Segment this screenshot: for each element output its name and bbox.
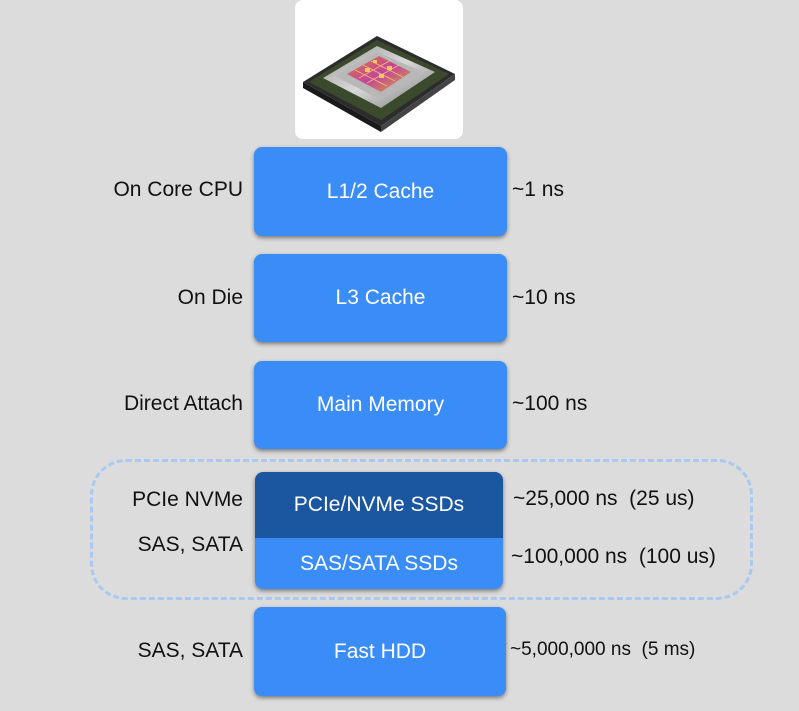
tier-latency-l3: ~10 ns <box>512 286 576 309</box>
cpu-chip-image <box>295 0 463 139</box>
tier-name-l12: L1/2 Cache <box>326 179 435 203</box>
tier-name-hdd: Fast HDD <box>333 639 427 663</box>
tier-name-sas-ssd: SAS/SATA SSDs <box>300 551 458 575</box>
tier-name-nvme: PCIe/NVMe SSDs <box>293 493 465 516</box>
tier-box-main-memory: Main Memory <box>254 361 507 449</box>
ssd-group-outline <box>90 459 753 600</box>
tier-latency-nvme: ~25,000 ns (25 us) <box>513 487 695 510</box>
tier-latency-memory: ~100 ns <box>512 392 588 415</box>
tier-location-hdd: SAS, SATA <box>137 639 243 662</box>
tier-location-memory: Direct Attach <box>123 392 243 415</box>
tier-box-sas-ssd: SAS/SATA SSDs <box>255 538 503 589</box>
tier-location-l3: On Die <box>177 286 243 309</box>
tier-latency-l12: ~1 ns <box>512 178 564 201</box>
tier-location-nvme: PCIe NVMe <box>132 488 243 511</box>
ssd-stack: PCIe/NVMe SSDs SAS/SATA SSDs <box>255 472 503 589</box>
tier-name-l3: L3 Cache <box>335 286 426 309</box>
cpu-chip-icon <box>303 36 455 132</box>
tier-box-fast-hdd: Fast HDD <box>254 607 506 696</box>
tier-location-l12: On Core CPU <box>113 178 243 201</box>
tier-box-l12-cache: L1/2 Cache <box>254 147 507 236</box>
tier-box-nvme-ssd: PCIe/NVMe SSDs <box>255 472 503 538</box>
tier-latency-hdd: ~5,000,000 ns (5 ms) <box>510 639 696 660</box>
tier-box-l3-cache: L3 Cache <box>254 254 507 342</box>
tier-latency-sas-ssd: ~100,000 ns (100 us) <box>511 545 716 568</box>
tier-location-sas-ssd: SAS, SATA <box>137 533 243 556</box>
tier-name-memory: Main Memory <box>316 393 445 416</box>
